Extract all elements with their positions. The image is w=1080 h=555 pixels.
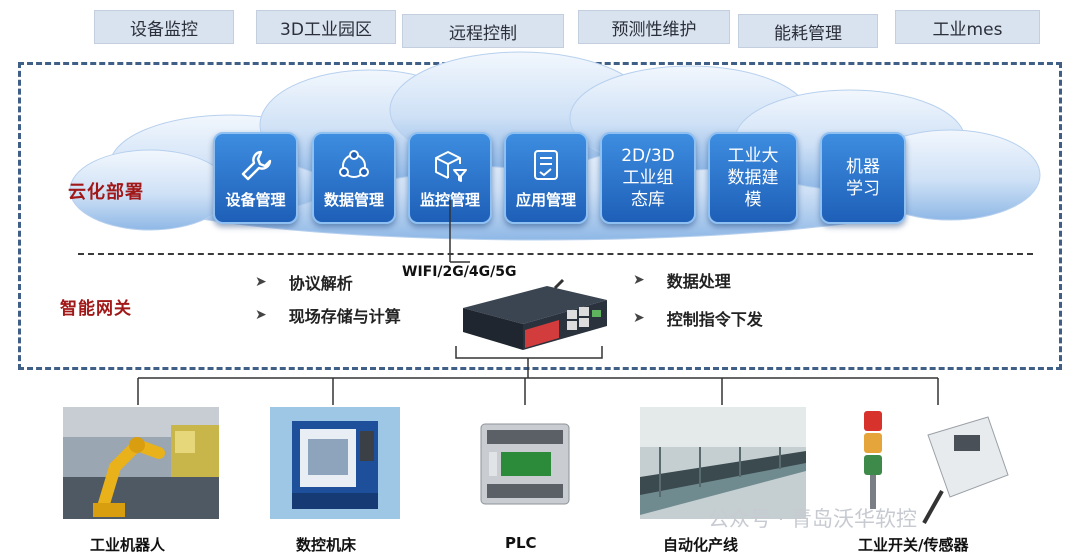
feature-label: 数据处理 xyxy=(666,272,731,291)
feature-label: 控制指令下发 xyxy=(666,310,763,329)
connectivity-label: WIFI/2G/4G/5G xyxy=(402,264,517,280)
share-nodes-icon xyxy=(339,150,369,178)
module-label: 数据管理 xyxy=(323,191,384,209)
device-caption-production-line: 自动化产线 xyxy=(663,536,739,554)
arrow-bullet-icon: ➤ xyxy=(255,307,267,323)
tab-predictive-maintenance[interactable]: 预测性维护 xyxy=(578,10,730,44)
module-label: 机器 学习 xyxy=(846,157,880,199)
module-label: 工业大 数据建 模 xyxy=(727,146,779,210)
switch-sensor-image xyxy=(864,411,1009,524)
module-label: 2D/3D 工业组 态库 xyxy=(621,146,675,210)
feature-label: 现场存储与计算 xyxy=(288,307,401,326)
module-application-management[interactable]: 应用管理 xyxy=(504,132,588,224)
layer-divider xyxy=(78,253,1033,255)
module-device-management[interactable]: 设备管理 xyxy=(213,132,298,224)
gateway-device-image xyxy=(463,278,607,350)
device-caption-switch-sensor: 工业开关/传感器 xyxy=(858,536,969,554)
tab-remote-control[interactable]: 远程控制 xyxy=(402,14,564,48)
device-caption-plc: PLC xyxy=(505,534,537,552)
module-label: 设备管理 xyxy=(225,191,286,209)
tab-energy-management[interactable]: 能耗管理 xyxy=(738,14,878,48)
tab-industrial-mes[interactable]: 工业mes xyxy=(895,10,1040,44)
plc-image xyxy=(480,423,570,505)
feature-edge-storage-compute: ➤ 现场存储与计算 xyxy=(255,303,401,327)
arrow-bullet-icon: ➤ xyxy=(633,272,645,288)
device-caption-robot: 工业机器人 xyxy=(90,536,166,554)
module-big-data-modeling[interactable]: 工业大 数据建 模 xyxy=(708,132,798,224)
watermark: 公众号 · 青岛沃华软控 xyxy=(708,507,918,531)
wrench-icon xyxy=(241,150,271,181)
device-caption-cnc: 数控机床 xyxy=(296,536,357,554)
tab-device-monitoring[interactable]: 设备监控 xyxy=(94,10,234,44)
arrow-bullet-icon: ➤ xyxy=(633,310,645,326)
cnc-machine-image xyxy=(270,407,400,519)
feature-data-processing: ➤ 数据处理 xyxy=(633,268,731,292)
industrial-robot-image xyxy=(63,407,219,519)
box-filter-icon xyxy=(435,151,467,182)
feature-protocol-parsing: ➤ 协议解析 xyxy=(255,270,353,294)
arrow-bullet-icon: ➤ xyxy=(255,274,267,290)
module-label: 应用管理 xyxy=(515,191,576,209)
module-machine-learning[interactable]: 机器 学习 xyxy=(820,132,906,224)
feature-label: 协议解析 xyxy=(288,274,353,293)
module-monitoring-management[interactable]: 监控管理 xyxy=(408,132,492,224)
module-2d3d-config-library[interactable]: 2D/3D 工业组 态库 xyxy=(600,132,696,224)
feature-control-command: ➤ 控制指令下发 xyxy=(633,306,763,330)
tab-3d-industrial-park[interactable]: 3D工业园区 xyxy=(256,10,396,44)
module-label: 监控管理 xyxy=(419,191,480,209)
gateway-layer-label: 智能网关 xyxy=(60,299,132,319)
automated-line-image xyxy=(640,407,806,519)
document-check-icon xyxy=(534,150,558,180)
module-data-management[interactable]: 数据管理 xyxy=(312,132,396,224)
cloud-layer-label: 云化部署 xyxy=(68,182,144,203)
